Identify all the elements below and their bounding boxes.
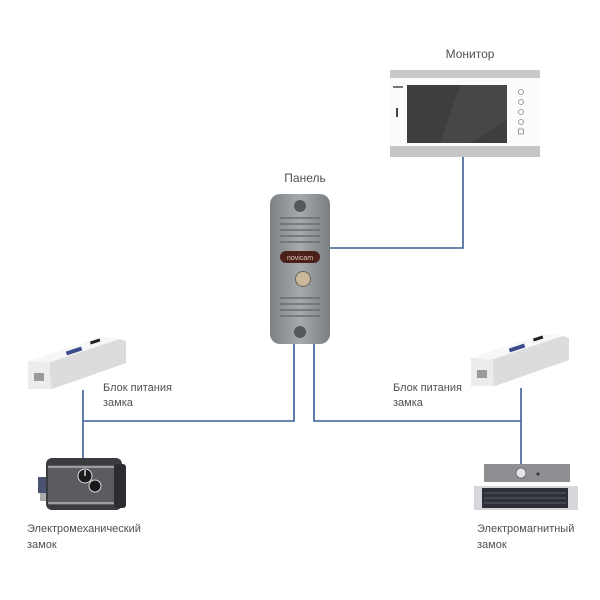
- panel-device[interactable]: novicam: [268, 194, 332, 346]
- electromagnetic-lock-device[interactable]: [470, 464, 580, 512]
- monitor-label: Монитор: [445, 47, 495, 61]
- electromagnetic-lock-label-line2: замок: [477, 539, 507, 551]
- psu-left-label-line2: замка: [103, 397, 133, 409]
- call-button[interactable]: [295, 271, 311, 287]
- panel-label: Панель: [284, 171, 326, 185]
- psu-right-label-line1: Блок питания: [393, 382, 462, 394]
- electromechanical-lock-label-line1: Электромеханический: [27, 523, 141, 535]
- monitor-device[interactable]: [390, 70, 540, 158]
- wire-panel-right: [313, 342, 521, 422]
- psu-right-label-line2: замка: [393, 397, 423, 409]
- psu-right-device[interactable]: [465, 330, 577, 392]
- psu-left-device[interactable]: [22, 333, 134, 395]
- panel-brand: novicam: [287, 255, 313, 262]
- electromagnetic-lock-label-line1: Электромагнитный: [477, 523, 575, 535]
- psu-left-label-line1: Блок питания: [103, 382, 172, 394]
- wire-panel-left: [83, 342, 295, 422]
- wire-panel-monitor: [330, 157, 464, 249]
- electromechanical-lock-label-line2: замок: [27, 539, 57, 551]
- electromechanical-lock-device[interactable]: [38, 455, 130, 513]
